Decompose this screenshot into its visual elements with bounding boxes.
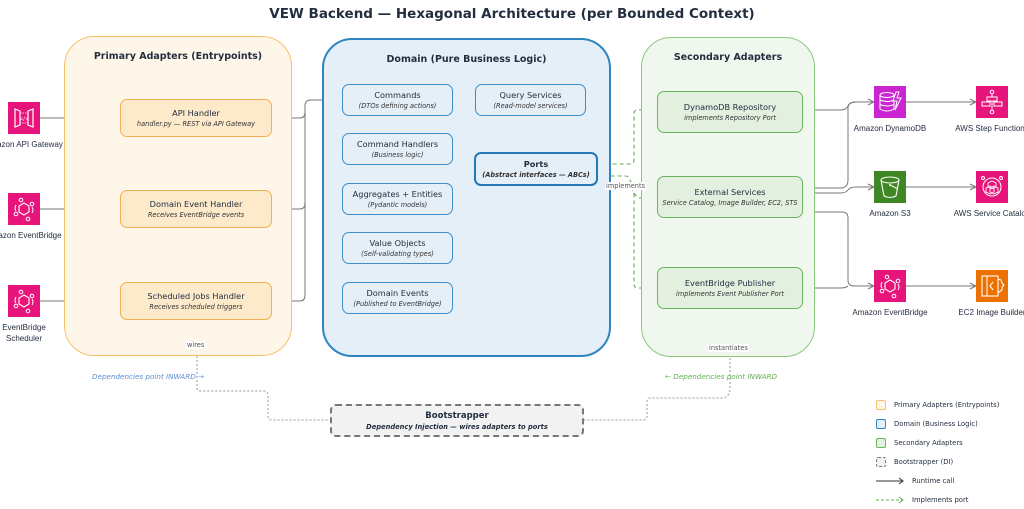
commands-node[interactable]: Commands (DTOs defining actions): [342, 84, 453, 116]
node-subtitle: (Published to EventBridge): [353, 299, 442, 308]
target-eventbridge[interactable]: Amazon EventBridge: [850, 270, 930, 318]
svg-text:</>: </>: [19, 117, 29, 123]
api-gateway-icon: </>: [8, 102, 40, 134]
node-subtitle: (DTOs defining actions): [358, 101, 437, 110]
legend-swatch: [876, 456, 886, 467]
target-label: Amazon EventBridge: [852, 308, 928, 317]
node-title: Command Handlers: [356, 138, 439, 149]
node-title: API Handler: [172, 107, 220, 118]
legend-label: Bootstrapper (DI): [894, 457, 954, 466]
node-subtitle: Receives EventBridge events: [147, 210, 245, 219]
legend-item-domain: Domain (Business Logic): [876, 414, 999, 433]
node-title: DynamoDB Repository: [683, 101, 777, 112]
node-subtitle: implements Repository Port: [684, 113, 776, 122]
target-label: Amazon S3: [869, 209, 911, 218]
target-label: Amazon DynamoDB: [853, 124, 927, 133]
ec2-image-builder-icon: [976, 270, 1008, 302]
node-title: Query Services: [499, 89, 562, 100]
bootstrapper-subtitle: Dependency Injection — wires adapters to…: [366, 422, 548, 431]
api-handler-node[interactable]: API Handler handler.py — REST via API Ga…: [120, 99, 272, 137]
external-services-node[interactable]: External Services Service Catalog, Image…: [657, 176, 803, 218]
eventbridge-icon: [874, 270, 906, 302]
target-step-functions[interactable]: AWS Step Functions: [952, 86, 1024, 134]
node-title: Domain Event Handler: [149, 198, 243, 209]
source-label: Amazon API Gateway: [0, 140, 63, 149]
legend-label: Primary Adapters (Entrypoints): [894, 400, 1000, 409]
dynamodb-icon: [874, 86, 906, 118]
instantiates-label: instantiates: [708, 344, 749, 352]
node-subtitle: (Self-validating types): [361, 249, 434, 258]
legend-item-primary: Primary Adapters (Entrypoints): [876, 395, 999, 414]
node-subtitle: handler.py — REST via API Gateway: [136, 119, 256, 128]
legend-item-implements-port: Implements port: [876, 490, 999, 509]
primary-adapters-title: Primary Adapters (Entrypoints): [93, 51, 263, 62]
target-label: AWS Service Catalog: [953, 209, 1024, 218]
secondary-dependencies-note: ← Dependencies point INWARD: [665, 372, 778, 381]
legend-item-bootstrapper: Bootstrapper (DI): [876, 452, 999, 471]
implements-label: implements: [605, 182, 647, 190]
source-label: EventBridge Scheduler: [2, 323, 46, 343]
legend-label: Implements port: [912, 495, 969, 504]
aggregates-entities-node[interactable]: Aggregates + Entities (Pydantic models): [342, 183, 453, 215]
target-ec2-image-builder[interactable]: EC2 Image Builder: [952, 270, 1024, 318]
legend-swatch: [876, 399, 886, 410]
legend-swatch: [876, 418, 886, 429]
bootstrapper-node[interactable]: Bootstrapper Dependency Injection — wire…: [330, 404, 584, 437]
target-dynamodb[interactable]: Amazon DynamoDB: [850, 86, 930, 134]
legend-swatch: [876, 437, 886, 448]
node-title: Domain Events: [366, 287, 429, 298]
node-title: Scheduled Jobs Handler: [147, 290, 245, 301]
target-label: AWS Step Functions: [955, 124, 1024, 133]
legend-label: Runtime call: [912, 476, 955, 485]
eventbridge-icon: [8, 193, 40, 225]
node-title: External Services: [694, 186, 766, 197]
legend-label: Secondary Adapters: [894, 438, 963, 447]
command-handlers-node[interactable]: Command Handlers (Business logic): [342, 133, 453, 165]
source-eventbridge-scheduler[interactable]: EventBridge Scheduler: [0, 285, 64, 344]
domain-events-node[interactable]: Domain Events (Published to EventBridge): [342, 282, 453, 314]
legend-item-secondary: Secondary Adapters: [876, 433, 999, 452]
wires-label: wires: [186, 341, 206, 349]
target-label: EC2 Image Builder: [958, 308, 1024, 317]
value-objects-node[interactable]: Value Objects (Self-validating types): [342, 232, 453, 264]
service-catalog-icon: [976, 171, 1008, 203]
source-label: Amazon EventBridge: [0, 231, 62, 240]
domain-event-handler-node[interactable]: Domain Event Handler Receives EventBridg…: [120, 190, 272, 228]
node-subtitle: Service Catalog, Image Builder, EC2, STS: [662, 198, 798, 207]
node-subtitle: (Business logic): [371, 150, 424, 159]
node-subtitle: (Abstract interfaces — ABCs): [482, 170, 590, 179]
node-subtitle: (Read-model services): [493, 101, 568, 110]
eventbridge-publisher-node[interactable]: EventBridge Publisher implements Event P…: [657, 267, 803, 309]
node-title: Value Objects: [369, 237, 426, 248]
legend-item-runtime-call: Runtime call: [876, 471, 999, 490]
secondary-adapters-title: Secondary Adapters: [673, 52, 783, 63]
domain-title: Domain (Pure Business Logic): [386, 54, 547, 65]
target-service-catalog[interactable]: AWS Service Catalog: [952, 171, 1024, 219]
eventbridge-scheduler-icon: [8, 285, 40, 317]
node-title: Commands: [374, 89, 421, 100]
query-services-node[interactable]: Query Services (Read-model services): [475, 84, 586, 116]
ports-node[interactable]: Ports (Abstract interfaces — ABCs): [474, 152, 598, 186]
step-functions-icon: [976, 86, 1008, 118]
diagram-title: VEW Backend — Hexagonal Architecture (pe…: [269, 6, 755, 22]
bootstrapper-title: Bootstrapper: [425, 410, 489, 421]
source-api-gateway[interactable]: </> Amazon API Gateway: [0, 102, 64, 150]
node-subtitle: implements Event Publisher Port: [676, 289, 784, 298]
target-s3[interactable]: Amazon S3: [850, 171, 930, 219]
implements-port-arrow-icon: [876, 496, 904, 503]
scheduled-jobs-handler-node[interactable]: Scheduled Jobs Handler Receives schedule…: [120, 282, 272, 320]
node-subtitle: Receives scheduled triggers: [149, 302, 243, 311]
s3-icon: [874, 171, 906, 203]
legend: Primary Adapters (Entrypoints) Domain (B…: [876, 395, 999, 509]
runtime-call-arrow-icon: [876, 477, 904, 484]
node-title: EventBridge Publisher: [684, 277, 776, 288]
node-title: Ports: [523, 158, 549, 169]
dynamodb-repository-node[interactable]: DynamoDB Repository implements Repositor…: [657, 91, 803, 133]
primary-dependencies-note: Dependencies point INWARD →: [92, 372, 205, 381]
node-subtitle: (Pydantic models): [367, 200, 428, 209]
node-title: Aggregates + Entities: [352, 188, 443, 199]
legend-label: Domain (Business Logic): [894, 419, 978, 428]
source-eventbridge[interactable]: Amazon EventBridge: [0, 193, 64, 241]
